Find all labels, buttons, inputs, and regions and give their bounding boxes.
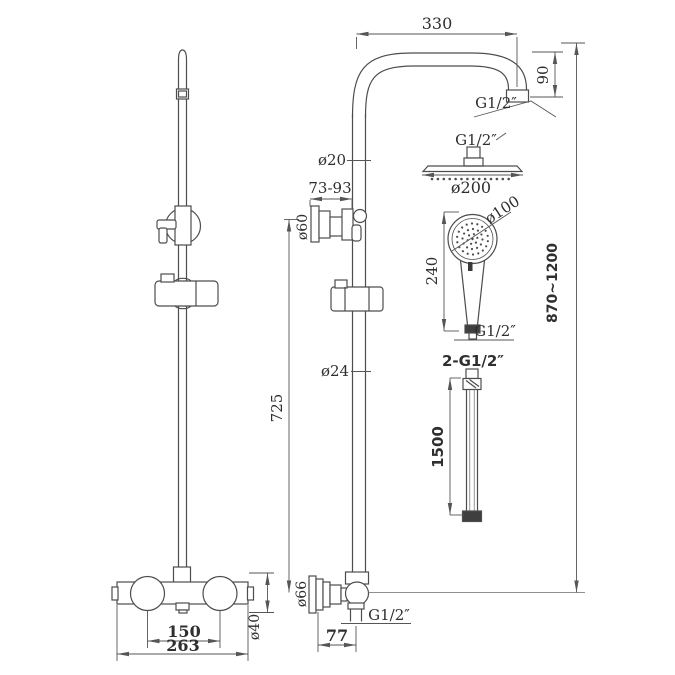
rail-front [177, 49, 188, 582]
handset-stem [468, 332, 478, 340]
hose-bottom-nut [461, 510, 483, 523]
dim-head-diameter: ø200 [451, 178, 491, 197]
bracket-flange [310, 205, 320, 243]
dim-arm-thread: G1/2″ [475, 94, 517, 112]
shower-arm [351, 52, 528, 119]
bracket-clamp [341, 208, 354, 241]
handset-holder-front [154, 280, 219, 307]
side-view-figure [308, 52, 530, 622]
arm-outlet-connector [505, 89, 530, 103]
overhead-shower-detail [421, 146, 524, 181]
clamp-lever [351, 224, 362, 242]
dimension-lines [116, 31, 585, 661]
dim-hose-length: 1500 [429, 426, 447, 468]
dim-lower-pipe-length: 725 [268, 394, 286, 423]
front-view-figure [111, 49, 255, 614]
dim-bracket-flange-diameter: ø60 [295, 214, 311, 240]
dim-inlet-offset: 77 [326, 626, 348, 645]
dimension-labels: 330 90 G1/2″ G1/2″ ø200 ø100 240 G1/2″ 2… [166, 14, 561, 655]
tee-body [344, 581, 370, 606]
rail-joint-band [175, 88, 190, 100]
dim-hose-threads: 2-G1/2″ [442, 352, 504, 370]
dim-lower-pipe-diameter: ø24 [321, 362, 349, 380]
valve-riser-connector [172, 566, 192, 584]
dim-overall-height: 870~1200 [545, 243, 561, 323]
inlet-nut [329, 584, 342, 605]
dim-pipe-top-diameter: ø20 [318, 151, 346, 169]
hose-detail [461, 368, 483, 523]
dim-handset-length: 240 [423, 257, 441, 286]
dim-handset-thread: G1/2″ [474, 322, 516, 340]
head-nozzles [430, 177, 511, 181]
dim-inlet-flange-diameter: ø66 [294, 581, 310, 607]
dim-valve-body-diameter: ø40 [247, 614, 263, 640]
hose-top-fitting [465, 368, 479, 380]
handset-handle [459, 260, 469, 326]
valve-right-knob [202, 575, 238, 612]
dim-handset-diameter: ø100 [482, 192, 523, 228]
dim-head-thread: G1/2″ [455, 131, 497, 149]
shower-head [421, 165, 524, 173]
dim-inlet-thread: G1/2″ [368, 606, 410, 624]
handset-button [468, 262, 473, 271]
dim-valve-width: 263 [166, 636, 199, 655]
inlet-flange [308, 575, 317, 614]
dim-valve-inlet-centres: 150 [167, 622, 200, 641]
hose-top-nut [462, 377, 482, 391]
dim-bracket-range: 73-93 [308, 179, 351, 197]
hand-shower-detail [447, 213, 498, 340]
dim-arm-length: 330 [422, 14, 453, 33]
valve-left-knob [129, 575, 166, 612]
valve-outlet [175, 602, 190, 611]
dim-arm-height: 90 [534, 65, 552, 84]
clamp-knob [352, 208, 368, 224]
handset-holder-side [330, 286, 384, 312]
